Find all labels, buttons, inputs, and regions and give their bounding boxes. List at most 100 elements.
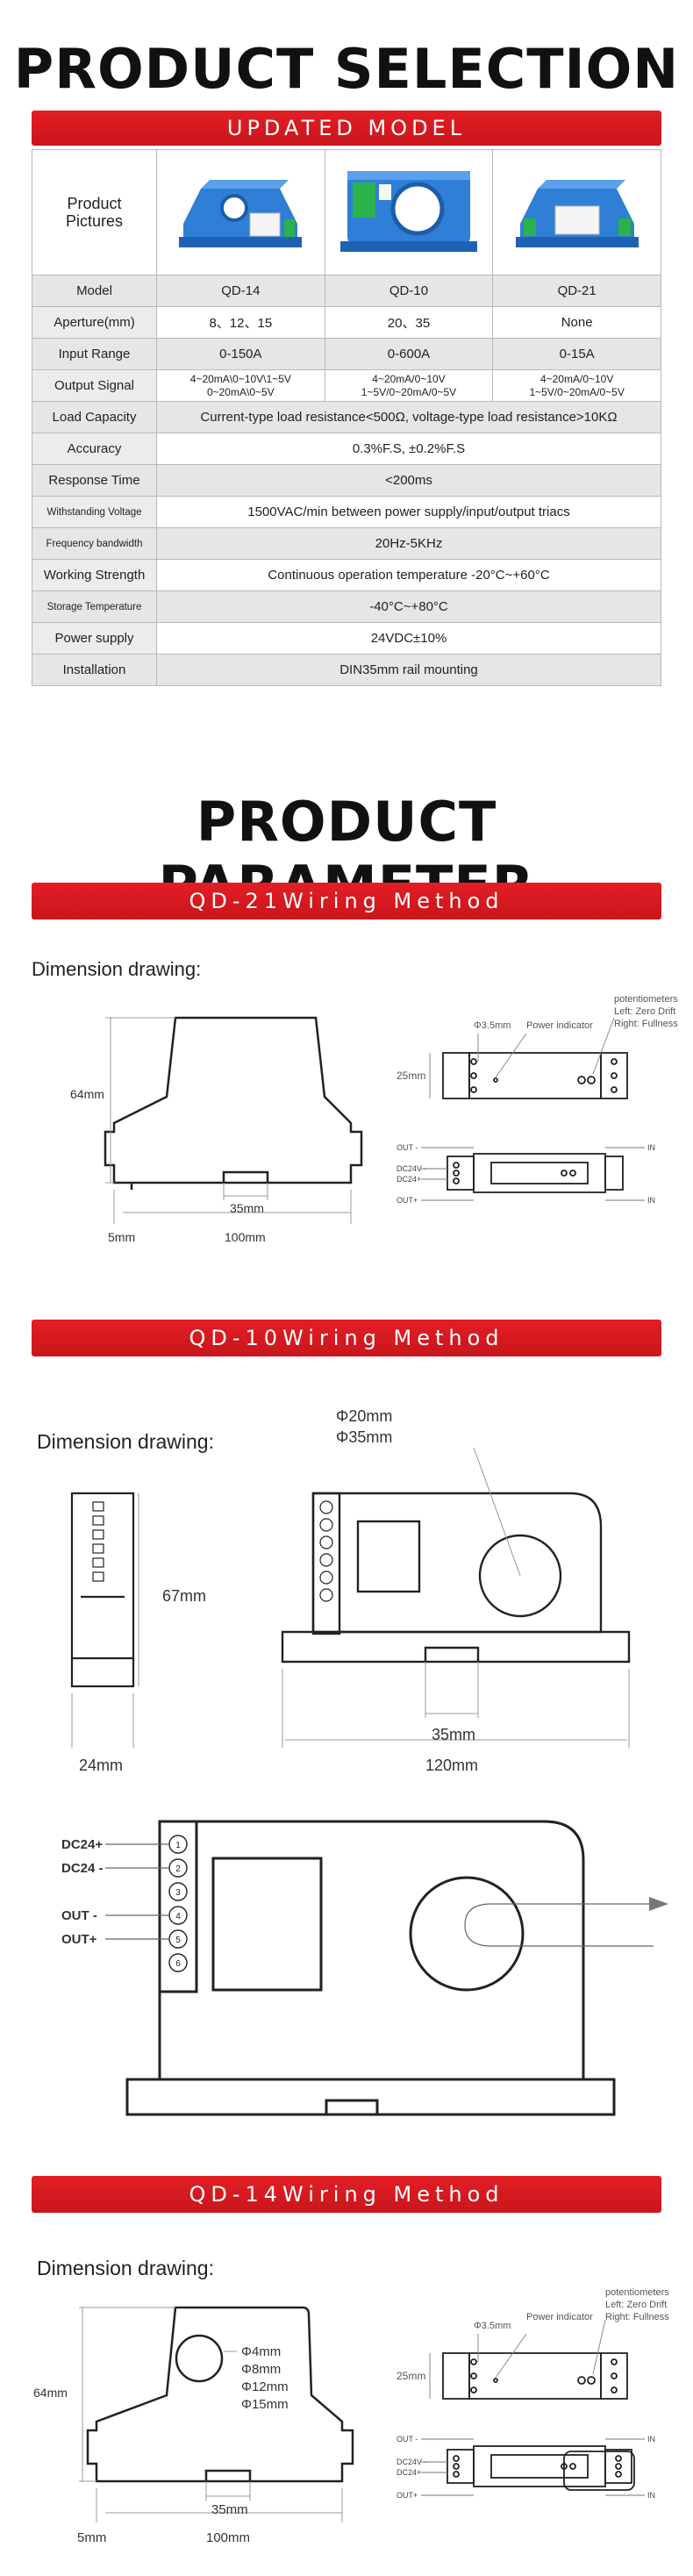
qd14-power-label: Power indicator [526, 2312, 593, 2322]
table-cell: 4~20mA\0~10V\1~5V 0~20mA\0~5V [156, 369, 325, 402]
updated-model-banner: UPDATED MODEL [32, 111, 661, 146]
qd21-width-label: 100mm [225, 1230, 266, 1244]
qd10-terminal-5: 5 [175, 1936, 181, 1945]
table-row: Storage Temperature -40°C~+80°C [32, 590, 661, 623]
table-row: Load Capacity Current-type load resistan… [32, 401, 661, 433]
product-image-qd14 [156, 149, 325, 275]
table-row: Input Range 0-150A 0-600A 0-15A [32, 338, 661, 370]
table-row: Aperture(mm) 8、12、15 20、35 None [32, 306, 661, 339]
qd21-height-label: 64mm [70, 1087, 104, 1101]
qd21-dimension-label: Dimension drawing: [32, 958, 202, 980]
row-label: Power supply [32, 622, 157, 655]
table-cell: 8、12、15 [156, 306, 325, 339]
qd14-dc24-plus: DC24+ [397, 2468, 421, 2477]
qd14-rail-label: 35mm [211, 2502, 248, 2517]
product-image-qd21 [492, 149, 661, 275]
qd14-hole-label: Φ3.5mm [474, 2321, 511, 2331]
row-label: Installation [32, 654, 157, 686]
qd14-width-label: 100mm [206, 2530, 250, 2545]
table-cell: -40°C~+80°C [156, 590, 661, 623]
qd14-out-plus: OUT+ [397, 2491, 418, 2500]
qd21-dc24-plus: DC24+ [397, 1175, 421, 1184]
qd10-terminal-2: 2 [175, 1864, 181, 1874]
qd14-pots-right: Right: Fullness [605, 2312, 669, 2322]
qd21-pots-left: Left: Zero Drift [614, 1006, 675, 1017]
qd14-side-label: 5mm [77, 2530, 106, 2545]
row-label: Working Strength [32, 559, 157, 591]
table-cell: DIN35mm rail mounting [156, 654, 661, 686]
qd10-phi2: Φ35mm [336, 1428, 392, 1446]
qd14-phi-3: Φ12mm [241, 2379, 289, 2394]
qd10-dc24-plus: DC24+ [61, 1837, 103, 1852]
table-row: Installation DIN35mm rail mounting [32, 654, 661, 686]
row-label: Storage Temperature [32, 590, 157, 623]
qd14-in-label-2: IN [647, 2491, 655, 2500]
table-cell: None [492, 306, 661, 339]
row-label: Load Capacity [32, 401, 157, 433]
table-cell: 20Hz-5KHz [156, 527, 661, 560]
row-label: Response Time [32, 464, 157, 497]
qd10-drawing: Φ20mm Φ35mm 67mm 24mm 35mm [70, 1407, 631, 1774]
qd21-dc24-minus: DC24V - [397, 1164, 427, 1173]
table-cell: Current-type load resistance<500Ω, volta… [156, 401, 661, 433]
qd21-banner: QD-21Wiring Method [32, 883, 661, 919]
row-label: Frequency bandwidth [32, 527, 157, 560]
qd14-banner: QD-14Wiring Method [32, 2176, 661, 2213]
qd10-out-plus: OUT+ [61, 1932, 97, 1947]
qd10-terminal-3: 3 [175, 1888, 181, 1898]
qd14-pots-left: Left: Zero Drift [605, 2300, 667, 2310]
qd21-power-label: Power indicator [526, 1020, 593, 1031]
table-cell: 0.3%F.S, ±0.2%F.S [156, 433, 661, 465]
table-cell: 24VDC±10% [156, 622, 661, 655]
table-row: Model QD-14 QD-10 QD-21 [32, 275, 661, 307]
row-label: Input Range [32, 338, 157, 370]
table-cell: 0-600A [324, 338, 494, 370]
pictures-label: Product Pictures [32, 149, 157, 275]
qd10-thickness-label: 24mm [79, 1757, 123, 1774]
qd14-height-label: 64mm [33, 2386, 68, 2400]
qd14-dc24-minus: DC24V - [397, 2458, 427, 2466]
qd14-pots-title: potentiometers [605, 2287, 669, 2298]
qd21-hole-label: Φ3.5mm [474, 1020, 511, 1031]
qd14-phi-2: Φ8mm [241, 2362, 281, 2377]
qd14-dimension-label: Dimension drawing: [37, 2257, 214, 2279]
qd14-depth-label: 25mm [397, 2370, 425, 2382]
table-row: Power supply 24VDC±10% [32, 622, 661, 655]
table-cell: 0-150A [156, 338, 325, 370]
qd21-out-minus: OUT - [397, 1143, 418, 1152]
table-cell: 20、35 [324, 306, 494, 339]
qd10-rail-label: 35mm [432, 1726, 475, 1743]
qd14-phi-1: Φ4mm [241, 2344, 281, 2359]
table-row: Withstanding Voltage 1500VAC/min between… [32, 496, 661, 528]
qd10-dc24-minus: DC24 - [61, 1861, 104, 1876]
qd21-pots-title: potentiometers [614, 994, 678, 1005]
row-label: Aperture(mm) [32, 306, 157, 339]
qd14-in-label-1: IN [647, 2435, 655, 2444]
table-cell: <200ms [156, 464, 661, 497]
product-image-qd10 [324, 149, 494, 275]
table-row: Product Pictures [32, 149, 661, 275]
table-cell: 1500VAC/min between power supply/input/o… [156, 496, 661, 528]
table-cell: QD-14 [156, 275, 325, 307]
qd21-rail-label: 35mm [230, 1201, 264, 1215]
table-cell: QD-21 [492, 275, 661, 307]
qd10-wiring-drawing: 1 2 3 4 5 6 DC24+ DC24 - OUT - OUT+ [61, 1820, 668, 2116]
row-label: Model [32, 275, 157, 307]
table-row: Working Strength Continuous operation te… [32, 559, 661, 591]
table-cell: 0-15A [492, 338, 661, 370]
table-cell: 4~20mA/0~10V 1~5V/0~20mA/0~5V [324, 369, 494, 402]
qd10-width-label: 120mm [425, 1757, 478, 1774]
table-cell: Continuous operation temperature -20°C~+… [156, 559, 661, 591]
table-cell: QD-10 [324, 275, 494, 307]
row-label: Output Signal [32, 369, 157, 402]
qd21-side-label: 5mm [108, 1230, 135, 1244]
table-row: Response Time <200ms [32, 464, 661, 497]
qd10-out-minus: OUT - [61, 1908, 97, 1923]
qd10-terminal-1: 1 [175, 1841, 181, 1850]
qd14-drawing: 64mm Φ4mm Φ8mm Φ12mm Φ15mm 35mm 100mm 5m… [33, 2287, 669, 2545]
qd10-dimension-label: Dimension drawing: [37, 1430, 214, 1453]
table-row: Output Signal 4~20mA\0~10V\1~5V 0~20mA\0… [32, 369, 661, 402]
row-label: Accuracy [32, 433, 157, 465]
qd21-in-label-1: IN [647, 1143, 655, 1152]
selection-title: PRODUCT SELECTION [13, 37, 680, 101]
